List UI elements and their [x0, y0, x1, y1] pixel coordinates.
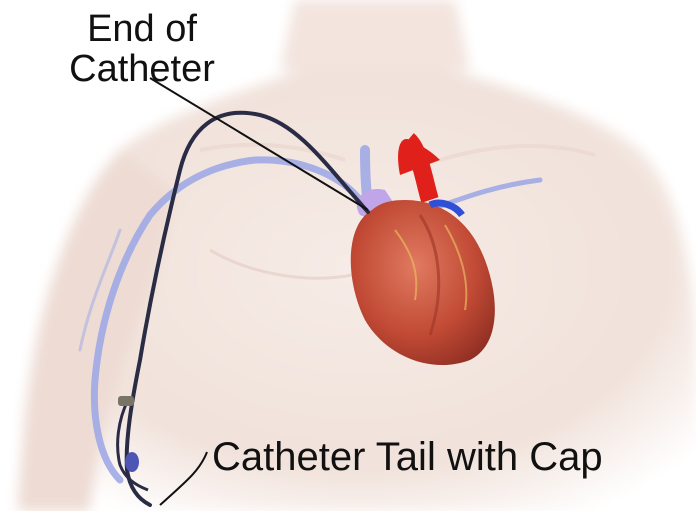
- label-end-of-catheter: End of Catheter: [44, 10, 240, 88]
- catheter-cap: [118, 396, 134, 406]
- label-end-line2: Catheter: [44, 50, 240, 88]
- label-end-line1: End of: [44, 10, 240, 48]
- catheter-end-marker: [125, 452, 139, 472]
- label-catheter-tail: Catheter Tail with Cap: [212, 437, 603, 477]
